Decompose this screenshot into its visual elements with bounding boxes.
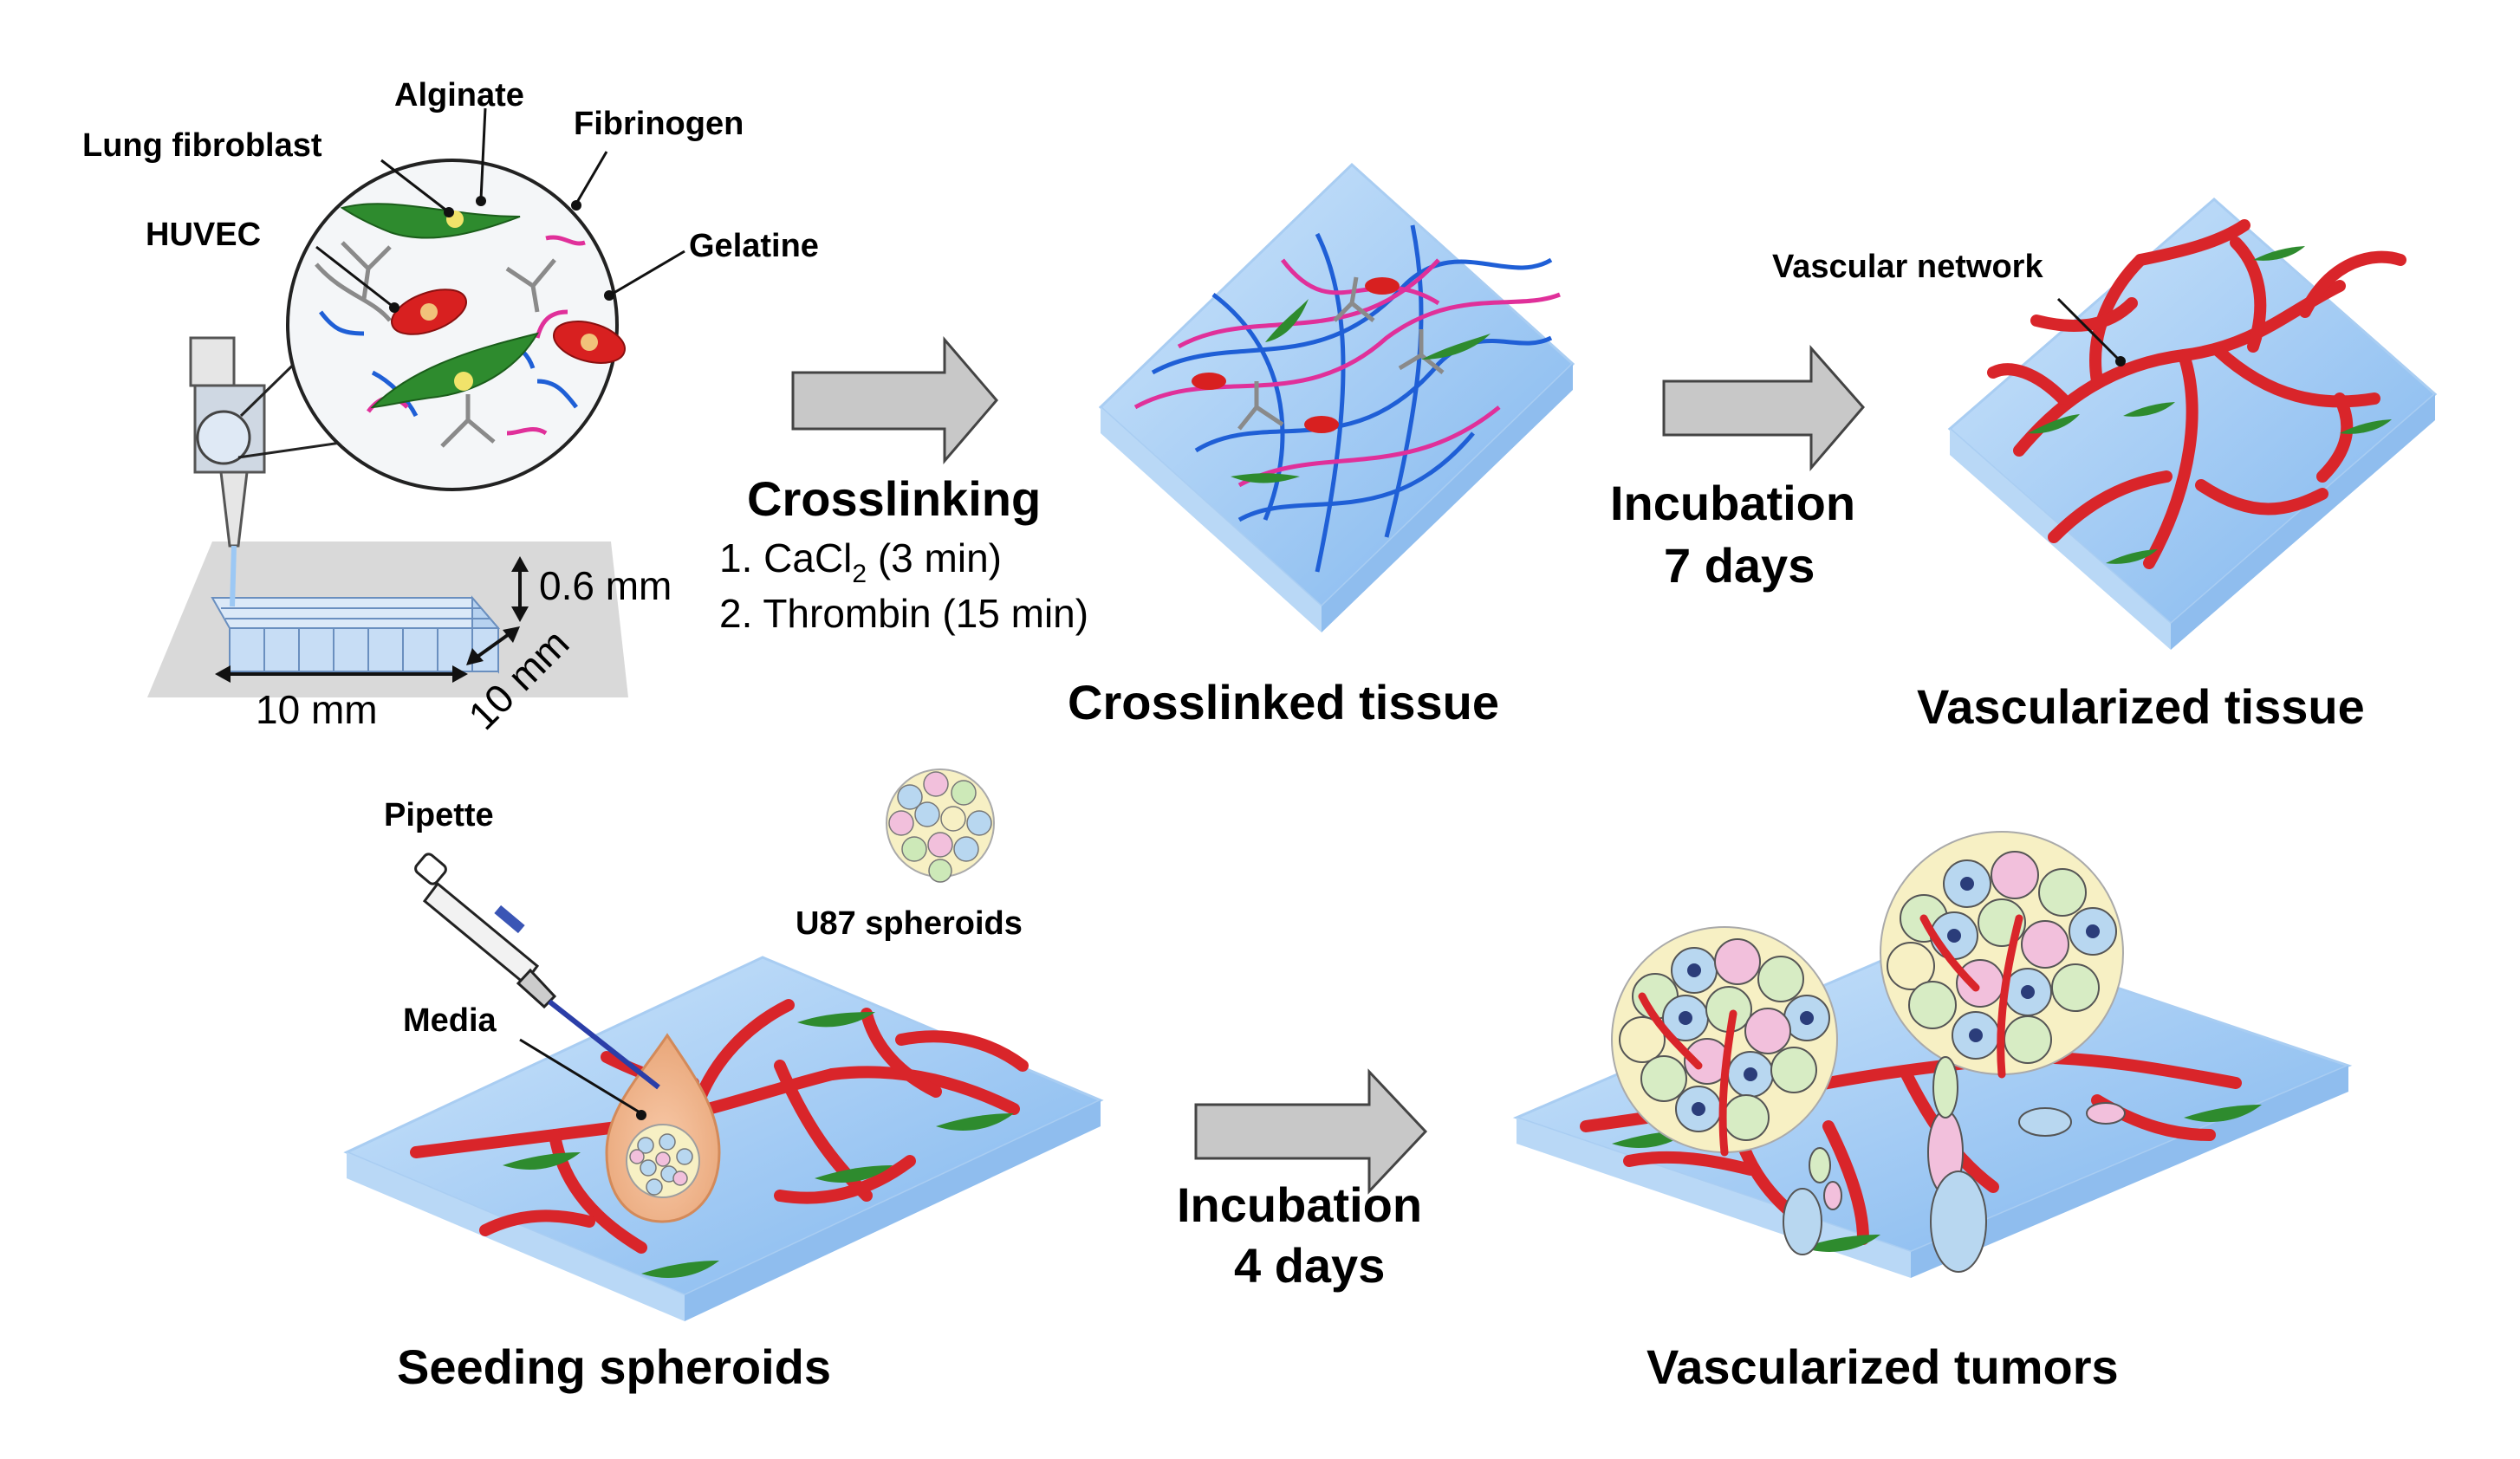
fibroblast-cell <box>1802 1235 1880 1252</box>
fibroblast-cell <box>2340 419 2392 434</box>
process-arrow-crosslinking[interactable] <box>791 335 998 465</box>
fibroblast-cell <box>340 203 521 239</box>
crosslinked-tissue-panel <box>1098 162 1575 632</box>
fibroblast-cell <box>1421 334 1491 360</box>
fibroblast-cell <box>370 332 540 409</box>
caption-crosslinked-tissue: Crosslinked tissue <box>1068 675 1499 730</box>
crosslinking-step-1: 1. CaCl2 (3 min) <box>719 535 1002 588</box>
label-dim-height: 0.6 mm <box>539 563 672 608</box>
label-fibrinogen: Fibrinogen <box>574 106 744 142</box>
label-pipette: Pipette <box>384 797 494 833</box>
tumor-spheroid-right <box>1880 831 2124 1079</box>
dimension-arrows <box>215 556 529 683</box>
fibroblast-cell <box>2253 246 2305 261</box>
fibroblast-cell <box>641 1261 719 1278</box>
process-arrow-incubation-4-days[interactable] <box>1194 1068 1428 1195</box>
huvec-cell <box>1365 277 1400 295</box>
tumor-cell <box>2086 1102 2126 1125</box>
step-title-crosslinking: Crosslinking <box>747 471 1041 526</box>
vascular-network-leader <box>2056 297 2121 361</box>
fibroblast-cell <box>2106 549 2158 564</box>
tumor-spheroid-left <box>1611 926 1838 1157</box>
caption-vascularized-tumors: Vascularized tumors <box>1646 1339 2119 1394</box>
fibroblast-cell <box>815 1165 893 1183</box>
fibroblast-cell <box>2184 1105 2262 1122</box>
tumor-cell <box>1783 1188 1822 1255</box>
fibroblast-cell <box>1231 473 1300 483</box>
process-arrow-incubation-7-days[interactable] <box>1662 345 1865 472</box>
huvec-cell <box>1304 416 1339 433</box>
crosslinking-step-2: 2. Thrombin (15 min) <box>719 591 1088 636</box>
caption-vascularized-tissue: Vascularized tissue <box>1917 679 2365 734</box>
label-lung-fibroblast: Lung fibroblast <box>82 127 322 164</box>
tumor-cell <box>1809 1147 1831 1183</box>
fibroblast-cell <box>1265 299 1309 342</box>
step-incubation-7-line1: Incubation <box>1610 476 1855 530</box>
seeding-spheroids-panel: Pipette Media U87 spheroids <box>343 768 1104 1321</box>
label-huvec: HUVEC <box>146 217 261 253</box>
pipette-icon[interactable] <box>413 852 660 1090</box>
caption-seeding-spheroids: Seeding spheroids <box>397 1339 831 1394</box>
tumor-cell <box>1823 1181 1842 1210</box>
vascularized-tissue-panel <box>1947 198 2438 650</box>
step-incubation-4-line2: 4 days <box>1234 1238 1385 1293</box>
fibroblast-cell <box>2028 414 2080 434</box>
printed-construct <box>211 595 501 674</box>
label-gelatine: Gelatine <box>689 228 819 264</box>
tumor-cell <box>2018 1107 2072 1137</box>
fibroblast-cell <box>2123 402 2175 417</box>
fibroblast-cell <box>797 1012 875 1028</box>
tumor-cell <box>1932 1056 1958 1119</box>
label-alginate: Alginate <box>394 77 524 113</box>
vascularized-tumors-panel <box>1512 831 2353 1278</box>
huvec-cell <box>1192 373 1226 390</box>
step-incubation-4-line1: Incubation <box>1177 1177 1422 1232</box>
label-u87-spheroids: U87 spheroids <box>796 905 1023 942</box>
label-media: Media <box>403 1002 497 1039</box>
bioink-magnified-view <box>286 159 626 491</box>
step-incubation-7-line2: 7 days <box>1664 538 1815 593</box>
label-dim-width: 10 mm <box>256 687 378 732</box>
label-vascular-network: Vascular network <box>1772 249 2043 285</box>
u87-spheroid-icon <box>886 768 995 883</box>
fibroblast-cell <box>936 1113 1014 1131</box>
media-leader <box>519 1038 642 1115</box>
fibroblast-cell <box>503 1152 581 1170</box>
bioprinting-panel: Alginate Lung fibroblast Fibrinogen HUVE… <box>82 77 819 738</box>
tumor-cell <box>1930 1170 1987 1273</box>
